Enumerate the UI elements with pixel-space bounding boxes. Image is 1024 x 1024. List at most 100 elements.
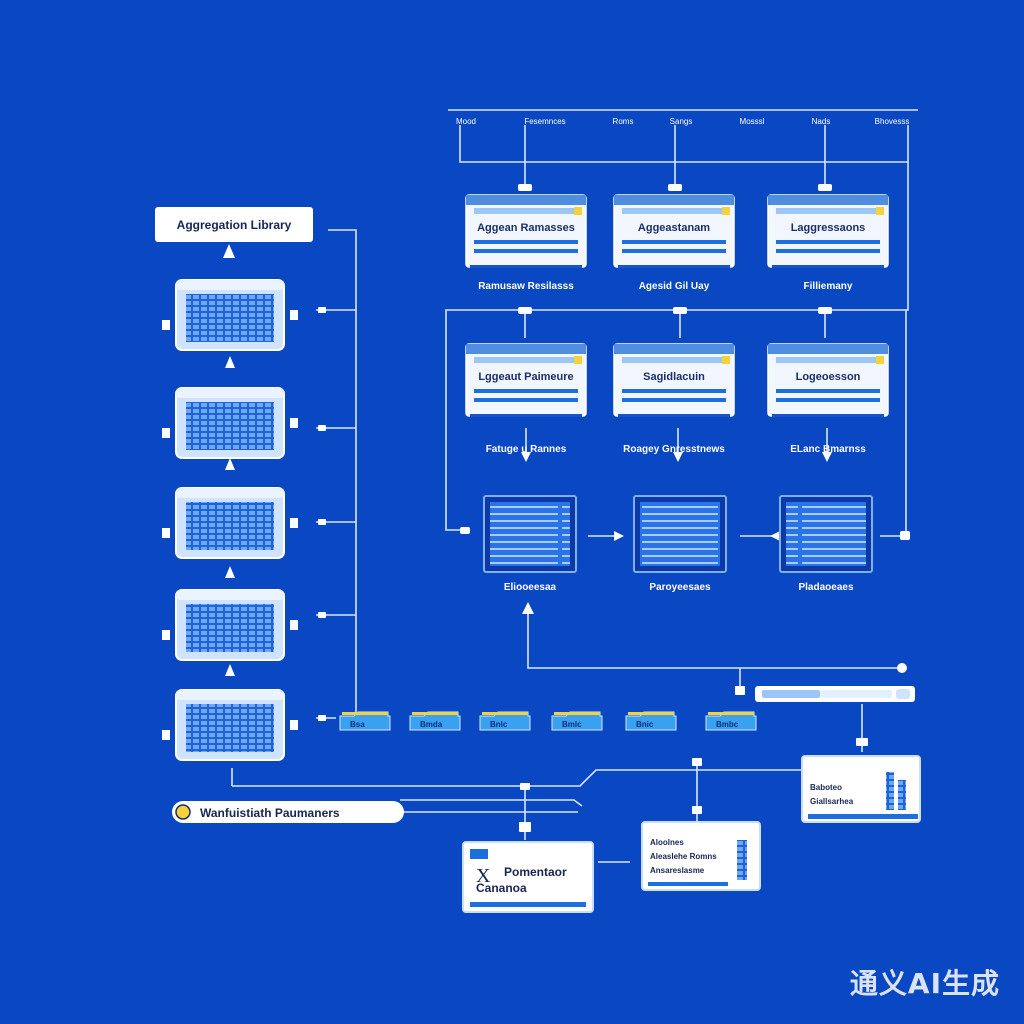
arrowhead-up-icon [225,566,235,578]
row2-card-caption: Fatuge u Rannes [486,444,567,455]
folder-icon[interactable]: Bmda [409,711,461,731]
arrowhead-down-icon [822,452,832,462]
left-top-label: Aggregation Library [155,207,313,242]
row1-card[interactable]: Laggressaons [767,194,889,268]
grid-panel-caption: Paroyeesaes [649,582,711,593]
connector-node [900,531,910,540]
status-dot [722,356,730,364]
callout-bottom-title: Pomentaor [504,865,567,879]
grid-panel-caption: Pladaoeaes [798,582,853,593]
connector-node [460,527,470,534]
status-dot [722,207,730,215]
arrowhead-up-icon [223,244,235,258]
status-dot [574,356,582,364]
connector-node [692,806,702,814]
row2-card-title: Sagidlacuin [643,371,705,383]
connector-node [856,738,868,746]
left-bottom-label-text: Wanfuistiath Paumaners [200,806,340,820]
top-bus-label: Nads [812,117,831,126]
arrowhead-up-icon [225,664,235,676]
row1-card-title: Aggeastanam [638,222,710,234]
connector-node [673,307,687,314]
folder-row: Bsa Bmda Bnlc Bmlc Bnic Bmbc [339,711,757,731]
connector-dots [318,184,910,832]
mini-card-center-line: Aleaslehe Romns [650,852,717,861]
server-unit [162,487,298,559]
grid-panel-caption: Eliooeesaa [504,582,557,593]
connector-node [735,686,745,695]
x-icon: X [476,865,491,887]
connector-node [519,822,531,832]
pipe-line [232,769,820,787]
arrowhead-left-icon [770,531,780,541]
connector-node [318,519,326,525]
left-stack [162,279,298,761]
row3-panels: Eliooeesaa Paroyeesaes Pladaoeaes [483,495,873,593]
row1-card-title: Laggressaons [791,222,866,234]
server-unit [162,387,298,459]
folder-icon[interactable]: Bmbc [705,711,757,731]
mini-card-right-line: Giallsarhea [810,797,854,806]
connector-node [668,184,682,191]
row2-card-caption: ELanc Bmarnss [790,444,866,455]
folder-icon[interactable]: Bnlc [479,711,531,731]
search-icon[interactable] [896,689,910,699]
top-bus-label: Mosssl [740,117,765,126]
row2-card-caption: Roagey Gnresstnews [623,444,725,455]
folder-label: Bmbc [716,720,739,729]
folder-icon[interactable]: Bsa [339,711,391,731]
connector-node [518,307,532,314]
arrowheads [223,244,832,676]
feedback-line [527,612,900,669]
connector-node [318,425,326,431]
top-bus-label: Fesemnces [524,117,565,126]
arrowhead-up-icon [225,458,235,470]
server-unit [162,279,298,351]
status-dot [876,207,884,215]
connector-node [518,184,532,191]
trunk-line [328,229,360,719]
warning-icon [175,804,191,820]
folder-icon[interactable]: Bnic [625,711,677,731]
row1-card[interactable]: Aggean Ramasses [465,194,587,268]
row2-card[interactable]: Sagidlacuin [613,343,735,417]
connector-node [897,663,907,673]
connector-node [318,715,326,721]
grid-panel[interactable] [633,495,727,573]
connector-node [818,307,832,314]
search-bar[interactable] [755,686,915,702]
row2-card-title: Logeoesson [796,371,861,383]
top-bracket-line [459,125,909,163]
arrowhead-down-icon [521,452,531,462]
left-bottom-label: Wanfuistiath Paumaners [172,801,404,823]
callout-bottom-subtitle: Cananoa [476,881,527,895]
status-dot [574,207,582,215]
folder-icon[interactable]: Bmlc [551,711,603,731]
mini-card-right-line: Baboteo [810,783,842,792]
loop-line [445,162,909,531]
mini-card-center-line: Ansareslasme [650,866,705,875]
row1-card[interactable]: Aggeastanam [613,194,735,268]
grid-panel[interactable] [779,495,873,573]
pipe-line [400,799,583,807]
server-unit [162,689,298,761]
status-dot [876,356,884,364]
row1-card-caption: Filliemany [804,281,853,292]
mini-card-center-line: Aloolnes [650,838,684,847]
connector-node [818,184,832,191]
top-bus-label: Bhovesss [875,117,910,126]
row2-card-title: Lggeaut Paimeure [478,371,573,383]
arrowhead-down-icon [673,452,683,462]
folder-label: Bmlc [562,720,582,729]
row2-card[interactable]: Lggeaut Paimeure [465,343,587,417]
row2-card[interactable]: Logeoesson [767,343,889,417]
connector-node [318,307,326,313]
grid-panel[interactable] [483,495,577,573]
arrowhead-right-icon [614,531,624,541]
